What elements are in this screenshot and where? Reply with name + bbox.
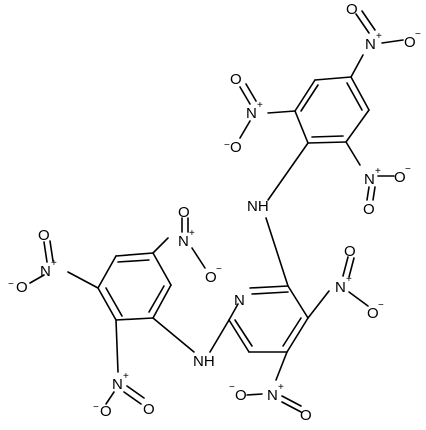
bond-to-nitro	[345, 141, 361, 166]
nitro-o-label: O	[205, 269, 217, 286]
negative-charge: −	[229, 382, 235, 393]
negative-charge: −	[405, 164, 411, 175]
positive-charge: +	[346, 274, 352, 285]
negative-charge: −	[415, 29, 421, 40]
nh-label-lower: NH	[193, 353, 215, 370]
negative-charge: −	[224, 140, 230, 151]
nitro-o-label: O	[100, 403, 112, 420]
pyridine-ring	[228, 217, 309, 353]
nitro-o-label: O	[344, 243, 356, 260]
negative-charge: −	[378, 300, 384, 311]
nitro-o-label: O	[363, 201, 375, 218]
nitro-o-label: O	[16, 279, 28, 296]
negative-charge: −	[8, 279, 14, 290]
nitro-n-label: N	[335, 279, 346, 296]
nitro-o-label: O	[235, 387, 247, 404]
nitro-n-label: N	[365, 36, 376, 53]
lower-benzene-ring	[97, 252, 172, 321]
nitro-o-label: O	[143, 401, 155, 418]
nitro-o-label: O	[367, 305, 379, 322]
nitro-n-label: N	[178, 233, 189, 250]
negative-charge: −	[216, 264, 222, 275]
upper-benzene-ring	[294, 76, 370, 144]
positive-charge: +	[123, 371, 129, 382]
bond-to-nitro	[350, 54, 364, 78]
nitro-group: N + O − O	[363, 164, 411, 218]
bond-nh-link	[267, 142, 309, 201]
bond-nh-link	[209, 319, 230, 353]
positive-charge: +	[278, 382, 284, 393]
nitro-group: N + O O −	[178, 204, 222, 286]
nitro-n-label: N	[112, 376, 123, 393]
nitro-o-label: O	[178, 204, 190, 221]
nitro-o-label: O	[404, 34, 416, 51]
nitro-group: N + O − O	[346, 1, 421, 53]
nitro-o-label: O	[230, 71, 242, 88]
nitro-o-label: O	[230, 139, 242, 156]
nitro-group: N + O O −	[224, 71, 263, 156]
nitro-n-label: N	[246, 105, 257, 122]
bond-to-nitro	[67, 271, 99, 289]
nitro-n-label: N	[40, 263, 51, 280]
nitro-group: N + O O −	[93, 371, 155, 420]
bond-to-nitro	[152, 237, 169, 254]
positive-charge: +	[257, 100, 263, 111]
bond-to-nitro	[267, 110, 296, 114]
bond-to-nitro	[275, 351, 288, 381]
bond-nh-link	[152, 317, 195, 353]
positive-charge: +	[189, 228, 195, 239]
negative-charge: −	[93, 402, 99, 413]
nitro-n-label: N	[267, 387, 278, 404]
nitro-bonds	[29, 10, 404, 413]
positive-charge: +	[376, 31, 382, 42]
nitro-group: N + O O −	[335, 243, 384, 322]
nh-label-upper: NH	[247, 198, 269, 215]
nitro-group: N + O O −	[229, 382, 312, 424]
nitro-o-label: O	[394, 169, 406, 186]
bond-to-nitro	[115, 319, 119, 373]
positive-charge: +	[51, 258, 57, 269]
nitro-o-label: O	[38, 227, 50, 244]
bond-to-nitro	[307, 290, 330, 319]
positive-charge: +	[375, 166, 381, 177]
nitro-o-label: O	[300, 407, 312, 424]
nitro-n-label: N	[364, 171, 375, 188]
pyridine-n-label: N	[234, 292, 245, 309]
nitro-o-label: O	[346, 1, 358, 18]
nitro-group: N + O O −	[8, 227, 57, 296]
